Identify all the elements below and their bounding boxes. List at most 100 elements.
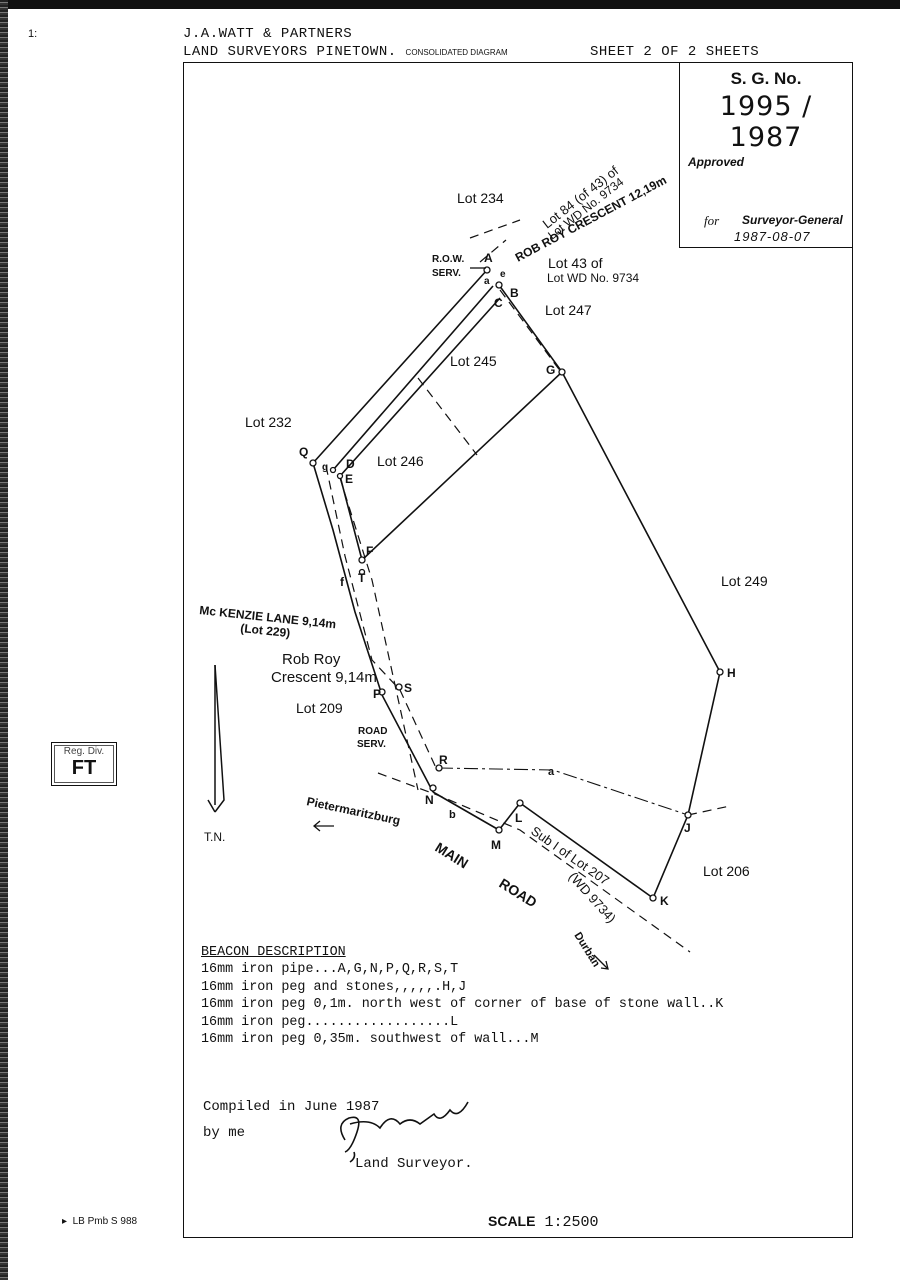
north-arrow [207, 664, 225, 813]
beacon-line: 16mm iron peg 0,35m. southwest of wall..… [201, 1032, 539, 1048]
text-lot232: Lot 232 [245, 414, 292, 430]
text-main: MAIN [432, 839, 471, 872]
label-J: J [684, 821, 691, 835]
sg-for: for [704, 213, 720, 228]
label-T: T [358, 571, 366, 585]
firm-name: J.A.WATT & PARTNERS [183, 26, 353, 42]
label-C: C [494, 296, 503, 310]
office-line: LAND SURVEYORS PINETOWN. CONSOLIDATED DI… [183, 44, 508, 60]
beacon-T [358, 568, 366, 576]
arrow-durban [593, 954, 609, 970]
footer-ref: ▸ LB Pmb S 988 [62, 1216, 138, 1227]
line-FG [361, 371, 563, 561]
text-robroy2: Crescent 9,14m [271, 669, 377, 686]
label-f: f [340, 575, 345, 589]
compiled-by: by me [203, 1125, 246, 1141]
boundary-NM [432, 791, 500, 831]
dash-servitude-2 [339, 477, 419, 791]
boundary-LK [519, 802, 654, 899]
beacon-line: 16mm iron peg 0,1m. north west of corner… [201, 997, 724, 1013]
compiled-date: Compiled in June 1987 [203, 1099, 380, 1115]
sg-date: 1987-08-07 [734, 229, 811, 244]
scale-label: SCALE [488, 1213, 536, 1229]
label-b: b [449, 809, 456, 821]
label-a: a [484, 276, 490, 287]
row-line-2 [339, 297, 501, 477]
beacon-F [358, 556, 366, 564]
beacon-R [435, 764, 443, 772]
binding-edge [0, 0, 8, 1280]
beacon-line: 16mm iron pipe...A,G,N,P,Q,R,S,T [201, 962, 459, 978]
label-H: H [727, 666, 736, 680]
beacon-K [649, 894, 657, 902]
scale-value: 1:2500 [544, 1214, 599, 1231]
label-A: A [484, 251, 493, 265]
label-F: F [366, 544, 373, 558]
beacon-Q [309, 459, 317, 467]
beacon-S [395, 683, 403, 691]
beacon-J [684, 811, 692, 819]
beacon-title: BEACON DESCRIPTION [201, 945, 346, 960]
footer-ref-text: LB Pmb S 988 [72, 1216, 138, 1227]
top-edge-bar [0, 0, 900, 9]
boundary-ML [498, 802, 521, 831]
corner-mark: 1: [28, 28, 38, 40]
reg-div-label: Reg. Div. [63, 746, 105, 757]
sheet-number: SHEET 2 OF 2 SHEETS [590, 44, 760, 60]
sg-number: 1995 / 1987 [719, 91, 813, 153]
sg-approved: Approved [688, 155, 745, 169]
beacon-N [429, 784, 437, 792]
text-lot234: Lot 234 [457, 190, 504, 206]
sg-title: S. G. No. [730, 69, 802, 88]
beacon-D [329, 466, 337, 474]
diagram-type: CONSOLIDATED DIAGRAM [405, 48, 508, 57]
dash-J [687, 805, 731, 816]
dash-road [377, 772, 691, 953]
label-G: G [546, 363, 555, 377]
label-L: L [515, 811, 522, 825]
dash-top [469, 219, 521, 239]
line-EF [339, 475, 363, 561]
sg-number-box: S. G. No. 1995 / 1987 Approved for Surve… [679, 62, 853, 248]
text-row: R.O.W. [432, 254, 464, 265]
beacon-E [336, 472, 344, 480]
beacon-line: 16mm iron peg..................L [201, 1014, 459, 1030]
text-robroy1: Rob Roy [282, 651, 341, 668]
label-R: R [439, 753, 448, 767]
label-e: e [500, 269, 506, 280]
text-road-serv: SERV. [357, 739, 386, 750]
text-road: ROAD [358, 726, 387, 737]
surveyor-signature [340, 1101, 469, 1153]
boundary-QA [312, 269, 488, 464]
diagram-frame [183, 62, 853, 1238]
label-Q: Q [299, 445, 308, 459]
label-M: M [491, 838, 501, 852]
beacon-G [558, 368, 566, 376]
scale: SCALE 1:2500 [488, 1213, 598, 1231]
office-name: LAND SURVEYORS PINETOWN. [183, 44, 397, 60]
text-lot209: Lot 209 [296, 700, 343, 716]
compiled-block: Compiled in June 1987 by me [203, 1094, 379, 1146]
text-row-serv: SERV. [432, 268, 461, 279]
boundary-west [312, 462, 434, 793]
text-lot229: (Lot 229) [240, 621, 291, 640]
text-tn: T.N. [204, 830, 225, 844]
land-surveyor-caption: Land Surveyor. [355, 1156, 473, 1172]
beacon-description: BEACON DESCRIPTION 16mm iron pipe...A,G,… [201, 944, 723, 1048]
text-lot249: Lot 249 [721, 573, 768, 589]
text-pmb: Pietermaritzburg [305, 794, 401, 828]
label-K: K [660, 894, 669, 908]
dash-BG [499, 289, 562, 373]
dash-dot-RJ [438, 767, 689, 816]
text-lot245: Lot 245 [450, 353, 497, 369]
label-a2: a [548, 766, 555, 778]
beacon-H [716, 668, 724, 676]
beacon-line: 16mm iron peg and stones,,,,,.H,J [201, 979, 467, 995]
label-S: S [404, 681, 412, 695]
reg-div-code: FT [71, 757, 97, 779]
label-E: E [345, 472, 353, 486]
text-lot246: Lot 246 [377, 453, 424, 469]
label-N: N [425, 793, 434, 807]
label-D: D [346, 457, 355, 471]
